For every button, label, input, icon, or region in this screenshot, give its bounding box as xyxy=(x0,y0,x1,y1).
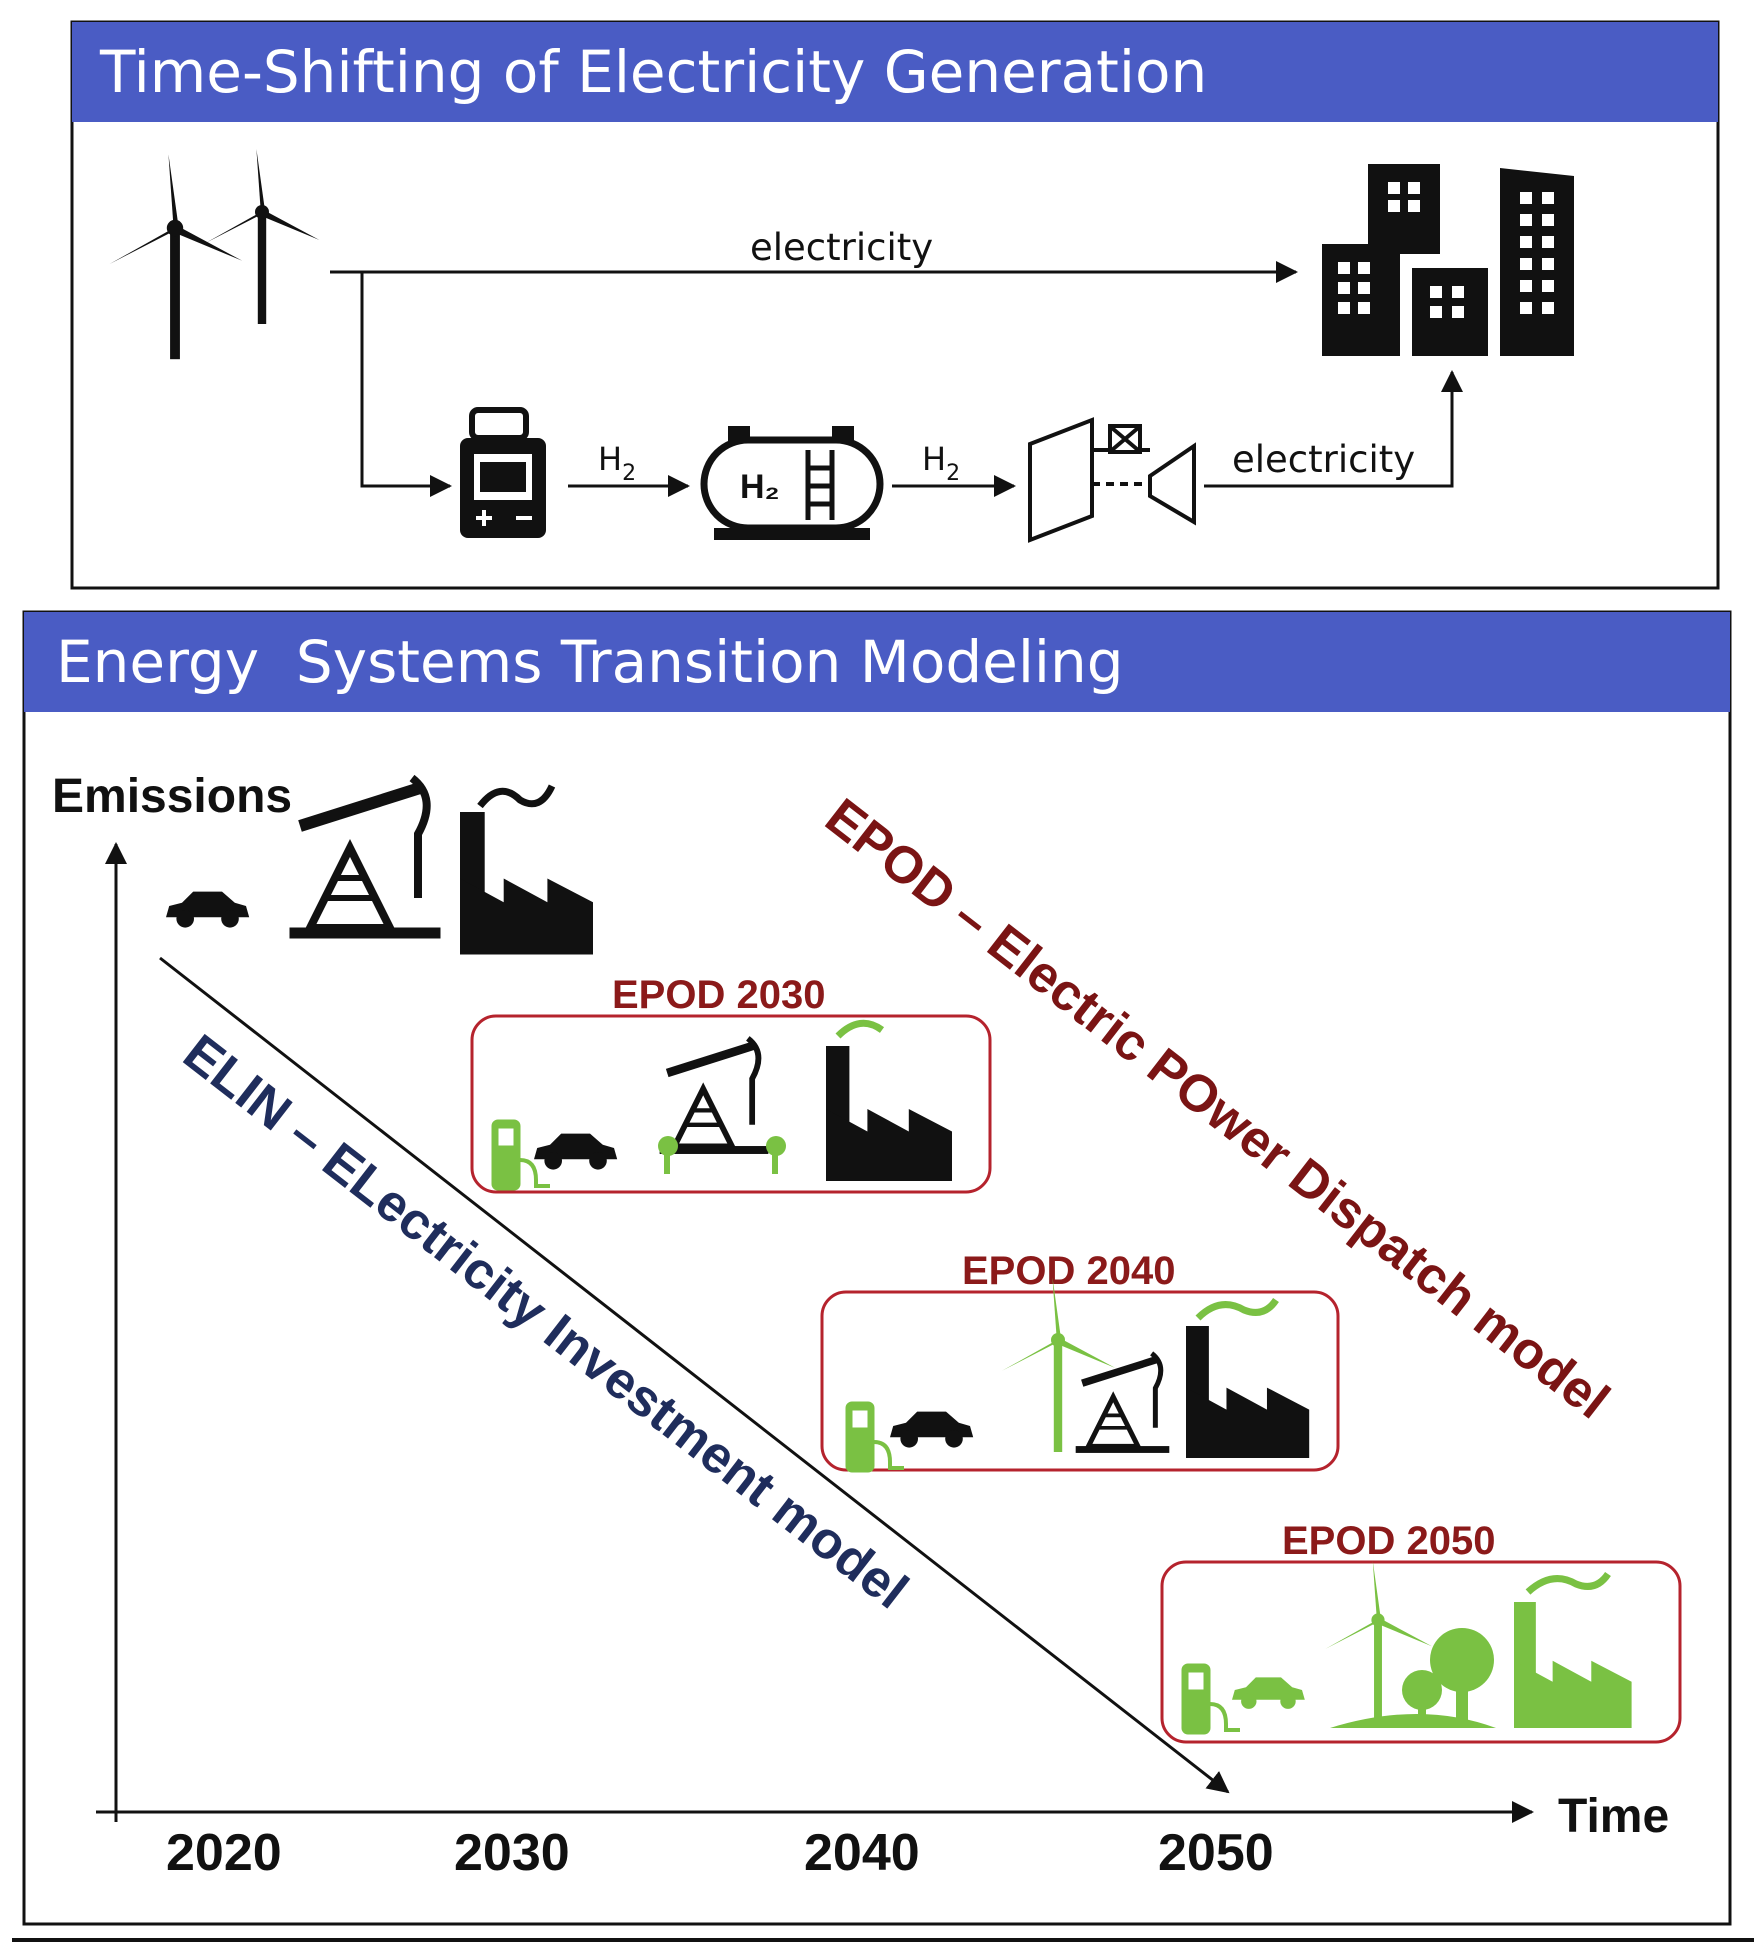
electrolyzer-icon xyxy=(460,407,546,538)
emissions-trend-arrow xyxy=(159,956,1230,1794)
gas-turbine-icon xyxy=(1028,417,1196,543)
branch-line xyxy=(360,272,452,497)
h2-flow-1: H2 xyxy=(568,440,690,497)
bottom-panel-title: Energy Systems Transition Modeling xyxy=(56,628,1124,696)
top-panel-title: Time-Shifting of Electricity Generation xyxy=(99,38,1207,106)
epod-2040-stage: EPOD 2040 xyxy=(820,1249,1340,1474)
direct-electricity-flow: electricity xyxy=(330,226,1298,283)
stage-2020-icons xyxy=(166,778,593,955)
h2-label-1: H2 xyxy=(598,440,636,486)
hydrogen-tank-icon: H₂ xyxy=(700,426,884,540)
x-axis-label: Time xyxy=(1558,1790,1669,1843)
top-panel: Time-Shifting of Electricity Generation … xyxy=(70,20,1720,590)
return-flow-label: electricity xyxy=(1232,438,1415,481)
city-buildings-icon xyxy=(1322,164,1574,356)
tank-label: H₂ xyxy=(740,468,780,506)
return-electricity-flow: electricity xyxy=(1204,370,1463,488)
bottom-panel-header xyxy=(24,612,1730,712)
year-2030: 2030 xyxy=(454,1824,570,1882)
smoke-icon xyxy=(477,784,556,809)
h2-flow-2: H2 xyxy=(892,440,1016,497)
h2-label-2: H2 xyxy=(922,440,960,486)
year-2040: 2040 xyxy=(804,1824,920,1882)
year-2020: 2020 xyxy=(166,1824,282,1882)
smoke-icon xyxy=(1195,1297,1279,1321)
smoke-icon xyxy=(835,1019,885,1039)
year-2050: 2050 xyxy=(1158,1824,1274,1882)
sprout-icon xyxy=(658,1136,786,1174)
epod-2050-label: EPOD 2050 xyxy=(1282,1519,1495,1563)
tree-icon xyxy=(1330,1628,1496,1728)
epod-2030-label: EPOD 2030 xyxy=(612,973,825,1017)
top-panel-header xyxy=(72,22,1718,122)
bottom-panel: Energy Systems Transition Modeling Emiss… xyxy=(22,610,1732,1926)
direct-flow-label: electricity xyxy=(750,226,933,269)
epod-2050-stage: EPOD 2050 xyxy=(1160,1519,1682,1744)
epod-2030-stage: EPOD 2030 xyxy=(470,973,992,1194)
y-axis-label: Emissions xyxy=(52,770,292,823)
return-flow-arrow xyxy=(1204,370,1463,488)
smoke-icon xyxy=(1525,1571,1611,1595)
epod-2040-label: EPOD 2040 xyxy=(962,1249,1175,1293)
